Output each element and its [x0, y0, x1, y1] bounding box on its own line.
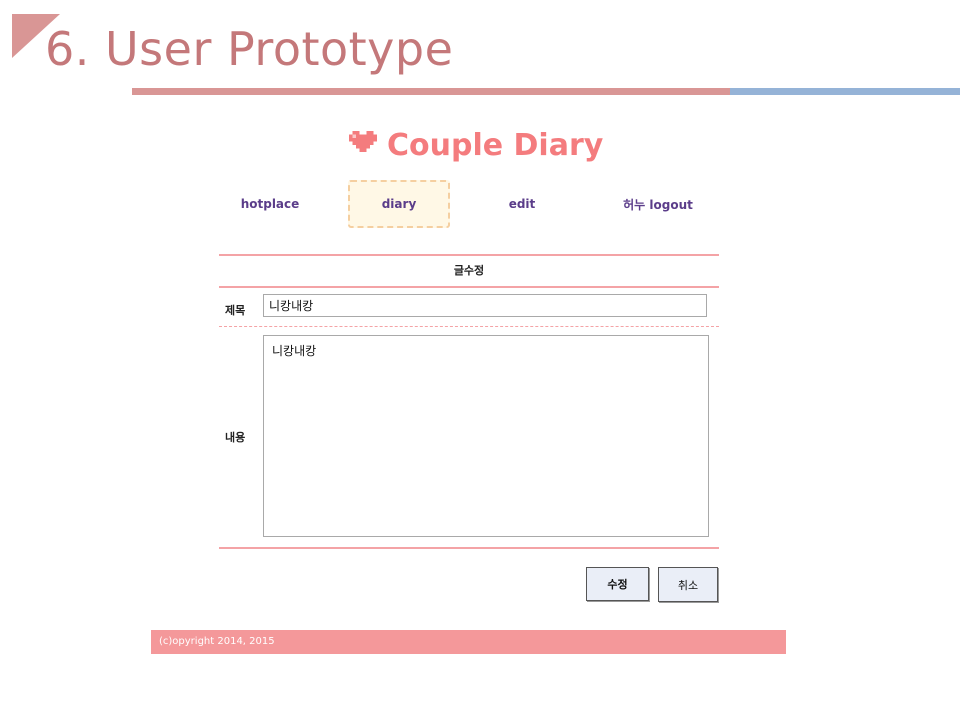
footer-copyright: (c)opyright 2014, 2015	[151, 630, 786, 654]
nav-logout[interactable]: 허누 logout	[623, 197, 693, 212]
save-button[interactable]: 수정	[586, 567, 649, 601]
title-underline-pink	[132, 88, 730, 95]
content-row: 내용 니캉내캉	[219, 327, 719, 547]
slide-title: 6. User Prototype	[45, 22, 454, 76]
divider	[219, 254, 719, 256]
nav-hotplace[interactable]: hotplace	[240, 197, 300, 211]
nav-diary[interactable]: diary	[348, 180, 450, 228]
title-row: 제목	[219, 288, 719, 326]
title-input[interactable]	[263, 294, 707, 317]
title-underline-blue	[730, 88, 960, 95]
brand-logo[interactable]: Couple Diary	[349, 128, 603, 163]
divider	[219, 326, 719, 327]
heart-icon	[349, 130, 377, 152]
content-label: 내용	[225, 431, 246, 444]
edit-post-form: 글수정 제목 내용 니캉내캉	[219, 254, 719, 549]
brand-name: Couple Diary	[387, 128, 604, 163]
form-header: 글수정	[453, 264, 485, 277]
divider	[219, 547, 719, 549]
nav-edit[interactable]: edit	[508, 197, 536, 211]
title-label: 제목	[225, 304, 246, 317]
main-nav: hotplace diary edit 허누 logout	[220, 180, 720, 230]
divider	[219, 286, 719, 288]
content-textarea[interactable]: 니캉내캉	[263, 335, 709, 537]
cancel-button[interactable]: 취소	[658, 567, 718, 602]
corner-triangle	[12, 14, 60, 58]
